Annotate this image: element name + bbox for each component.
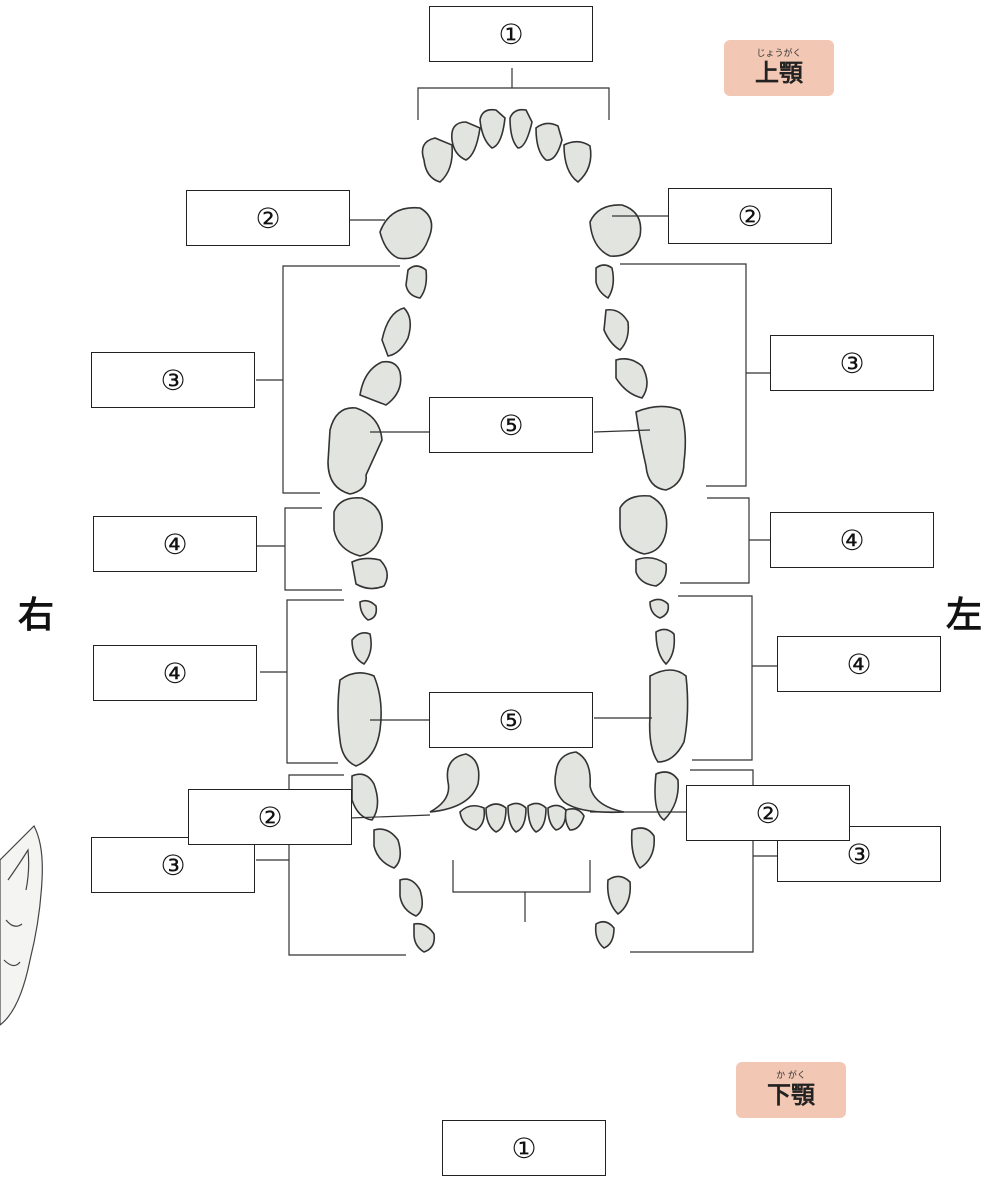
answer-box-upper-canine-left[interactable]: ② xyxy=(668,188,832,244)
right-side-label: 右 xyxy=(18,586,54,638)
lower-jaw-badge: か がく 下顎 xyxy=(736,1062,846,1118)
cat-illustration xyxy=(0,826,42,1025)
lower-incisor-teeth xyxy=(460,803,584,832)
lower-jaw-label: 下顎 xyxy=(767,1081,815,1109)
answer-box-upper-molars-left[interactable]: ④ xyxy=(770,512,934,568)
lower-right-molars xyxy=(338,601,381,766)
upper-incisor-teeth xyxy=(422,110,590,182)
lower-canine-right xyxy=(430,754,479,812)
answer-box-upper-incisors[interactable]: ① xyxy=(429,6,593,62)
upper-left-premolars xyxy=(596,265,685,490)
lower-jaw-ruby: か がく xyxy=(776,1071,806,1081)
answer-box-lower-incisors[interactable]: ① xyxy=(442,1120,606,1176)
answer-box-upper-premolars-left[interactable]: ③ xyxy=(770,335,934,391)
upper-left-molars xyxy=(620,496,667,586)
upper-jaw-badge: じょうがく 上顎 xyxy=(724,40,834,96)
upper-canine-right xyxy=(380,208,432,259)
answer-box-lower-canine-right[interactable]: ② xyxy=(188,789,352,845)
answer-box-lower-carnassial[interactable]: ⑤ xyxy=(429,692,593,748)
answer-box-upper-carnassial[interactable]: ⑤ xyxy=(429,397,593,453)
lower-right-premolars xyxy=(352,774,434,952)
upper-canine-left xyxy=(590,205,641,256)
answer-box-lower-molars-left[interactable]: ④ xyxy=(777,636,941,692)
answer-box-lower-canine-left[interactable]: ② xyxy=(686,785,850,841)
upper-right-premolars xyxy=(328,266,426,494)
answer-box-upper-premolars-right[interactable]: ③ xyxy=(91,352,255,408)
left-side-label: 左 xyxy=(946,586,982,638)
answer-box-lower-premolars-right[interactable]: ③ xyxy=(91,837,255,893)
lower-left-premolars xyxy=(596,772,679,948)
answer-box-upper-molars-right[interactable]: ④ xyxy=(93,516,257,572)
upper-jaw-label: 上顎 xyxy=(755,59,803,87)
upper-right-molars xyxy=(334,498,387,589)
upper-jaw-ruby: じょうがく xyxy=(756,49,801,59)
answer-box-lower-molars-right[interactable]: ④ xyxy=(93,645,257,701)
lower-left-molars xyxy=(650,599,688,762)
answer-box-upper-canine-right[interactable]: ② xyxy=(186,190,350,246)
lower-canine-left xyxy=(555,752,624,812)
